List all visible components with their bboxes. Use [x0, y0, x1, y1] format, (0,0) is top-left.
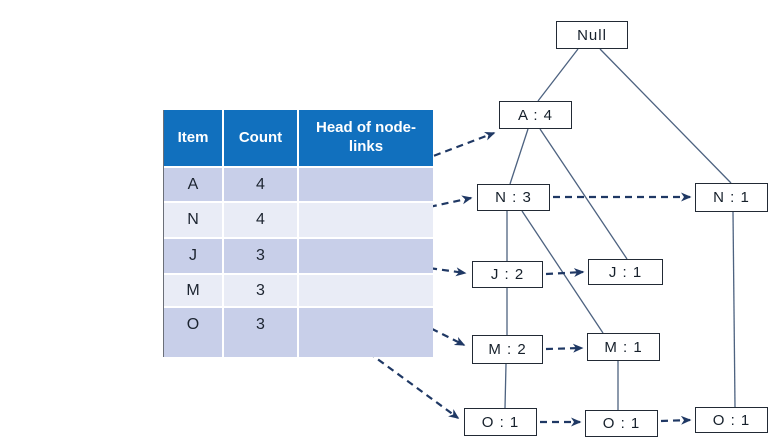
node-link-m2-m1	[545, 343, 584, 353]
tree-node-j1: J : 1	[588, 259, 663, 285]
tree-edges	[504, 48, 736, 410]
edge-null-a4	[537, 48, 579, 102]
cell-count-N: 4	[224, 203, 299, 237]
edge-n3-m1	[521, 210, 604, 334]
cell-count-M: 3	[224, 275, 299, 306]
tree-node-o1a: O : 1	[464, 408, 537, 436]
tree-node-m2: M : 2	[472, 335, 543, 364]
cell-item-A: A	[164, 168, 224, 201]
column-header-head-of-node-links: Head of node-links	[299, 110, 433, 166]
node-link-j2-j1	[545, 267, 585, 277]
column-header-item: Item	[164, 110, 224, 166]
cell-head-A	[299, 168, 433, 201]
tree-node-o1b: O : 1	[585, 410, 658, 437]
cell-head-M	[299, 275, 433, 306]
cell-head-O	[299, 308, 433, 357]
edge-null-n1	[599, 48, 732, 184]
cell-item-J: J	[164, 239, 224, 273]
node-link-arrows	[540, 192, 692, 427]
edge-a4-n3	[509, 128, 529, 185]
tree-node-a4: A : 4	[499, 101, 572, 129]
cell-head-N	[299, 203, 433, 237]
cell-count-J: 3	[224, 239, 299, 273]
tree-node-m1: M : 1	[587, 333, 660, 361]
cell-item-M: M	[164, 275, 224, 306]
cell-item-N: N	[164, 203, 224, 237]
tree-node-n1: N : 1	[695, 183, 768, 212]
edge-m2-o1a	[504, 363, 507, 409]
cell-head-J	[299, 239, 433, 273]
tree-node-null: Null	[556, 21, 628, 49]
cell-item-O: O	[164, 308, 224, 357]
cell-count-O: 3	[224, 308, 299, 357]
edge-a4-j1	[539, 128, 628, 260]
node-link-o1b-o1c	[660, 415, 692, 425]
tree-node-o1c: O : 1	[695, 407, 768, 433]
cell-count-A: 4	[224, 168, 299, 201]
column-header-count: Count	[224, 110, 299, 166]
tree-node-j2: J : 2	[472, 261, 543, 288]
tree-node-n3: N : 3	[477, 184, 550, 211]
edge-n1-o1c	[732, 211, 736, 408]
